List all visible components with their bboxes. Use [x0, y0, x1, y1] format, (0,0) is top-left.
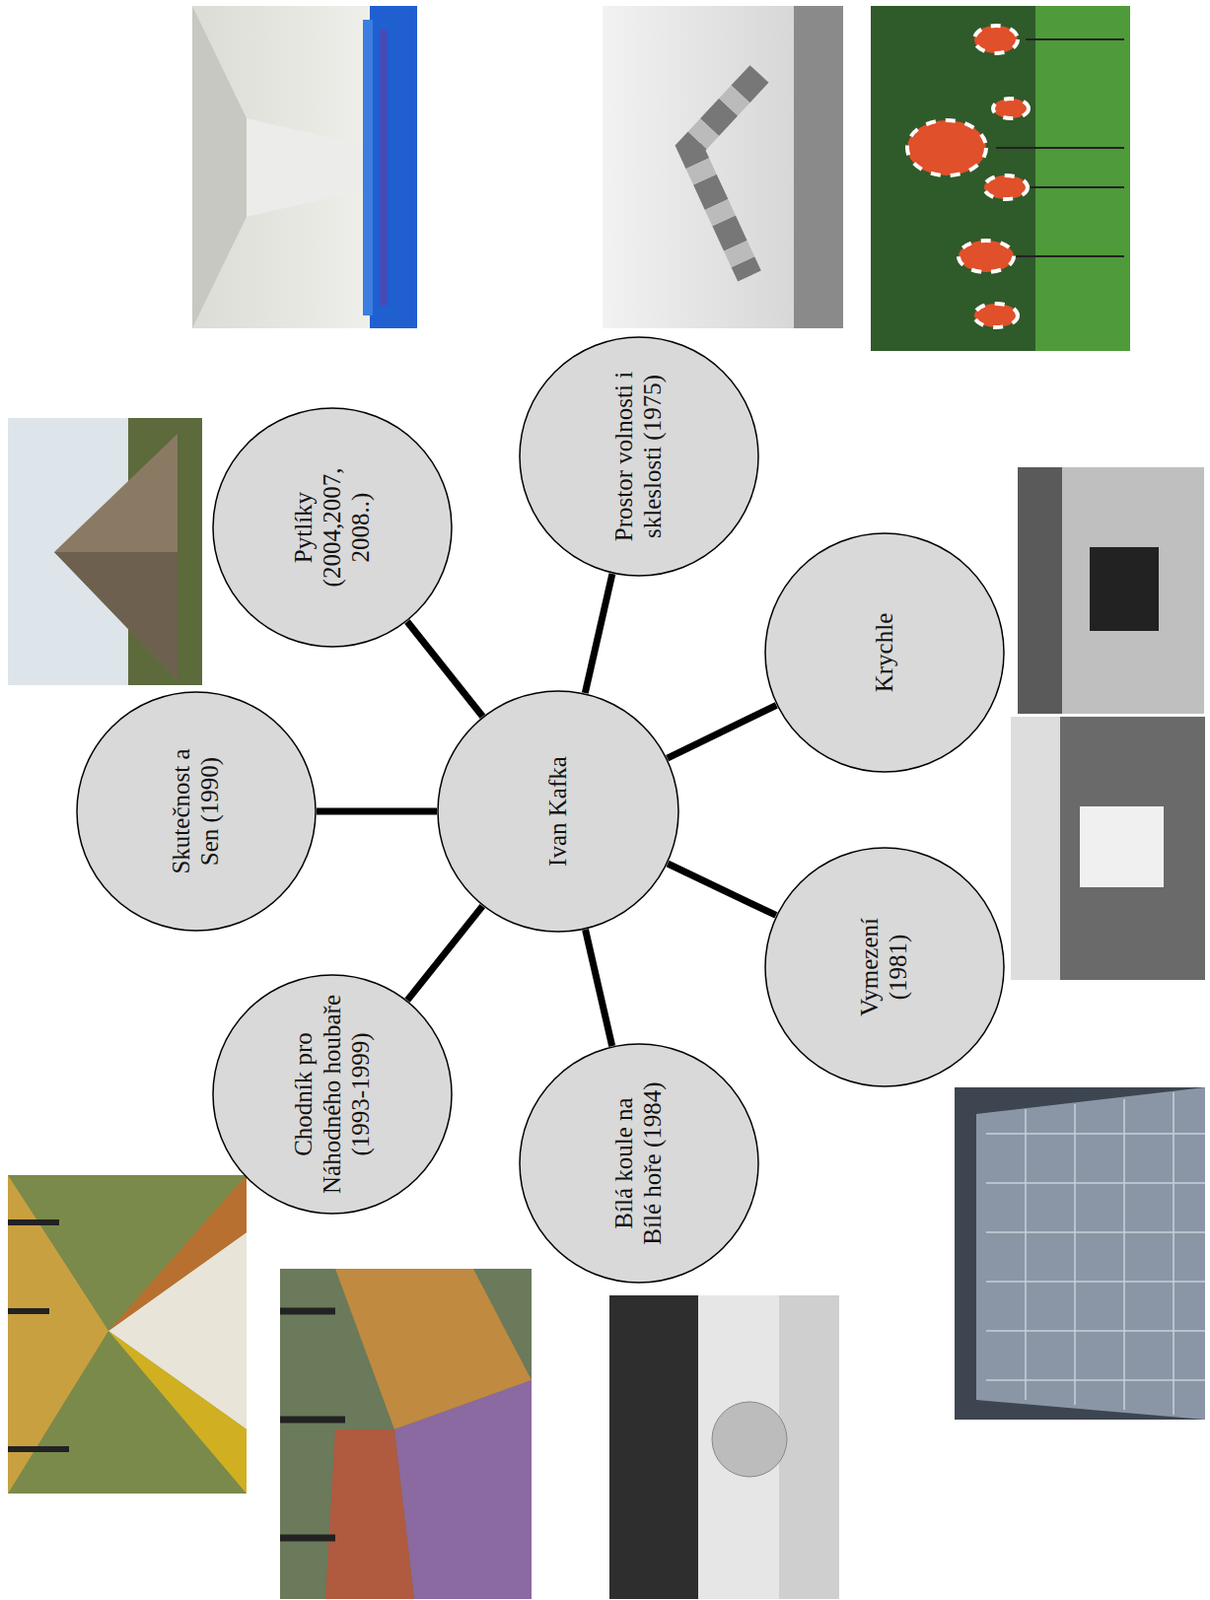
topic-circle: Vymezení (1981): [764, 847, 1005, 1088]
topic-circle: Ivan Kafka: [436, 690, 680, 933]
photo-leaf-path: [7, 1175, 247, 1495]
photo-stone-pyramid: [7, 418, 203, 686]
topic-circle: Chodník pro Náhodného houbaře (1993-1999…: [212, 974, 453, 1215]
connector-line: [407, 621, 484, 716]
topic-label: Chodník pro Náhodného houbaře (1993-1999…: [289, 981, 375, 1209]
photo-leaf-path: [280, 1269, 532, 1600]
topic-circle: Skutečnost a Sen (1990): [75, 691, 317, 932]
photo-net: [954, 1087, 1206, 1421]
topic-label: Vymezení (1981): [855, 908, 914, 1027]
photo-corridor: [192, 5, 418, 329]
topic-label: Krychle: [870, 578, 900, 727]
topic-label: Skutečnost a Sen (1990): [167, 742, 225, 881]
topic-label: Ivan Kafka: [544, 722, 573, 901]
topic-circle: Krychle: [764, 532, 1005, 774]
photo-windsocks-field: [870, 5, 1131, 352]
connector-line: [316, 808, 437, 816]
topic-circle: Prostor volnosti i skleslosti (1975): [518, 336, 760, 577]
topic-label: Pytlíky (2004,2007, 2008..): [289, 453, 375, 602]
photo-white-cube: [1010, 716, 1206, 981]
topic-label: Prostor volnosti i skleslosti (1975): [610, 357, 668, 556]
photo-dark-cube: [1017, 467, 1205, 714]
topic-circle: Pytlíky (2004,2007, 2008..): [212, 407, 453, 648]
topic-circle: Bílá koule na Bílé hoře (1984): [518, 1043, 760, 1284]
connector-line: [585, 929, 613, 1047]
topic-label: Bílá koule na Bílé hoře (1984): [610, 1079, 668, 1248]
connector-line: [667, 705, 778, 759]
photo-windsock: [602, 5, 844, 329]
connector-line: [584, 573, 613, 694]
connector-line: [667, 863, 777, 916]
photo-white-ball: [609, 1295, 840, 1600]
connector-line: [407, 906, 483, 1000]
